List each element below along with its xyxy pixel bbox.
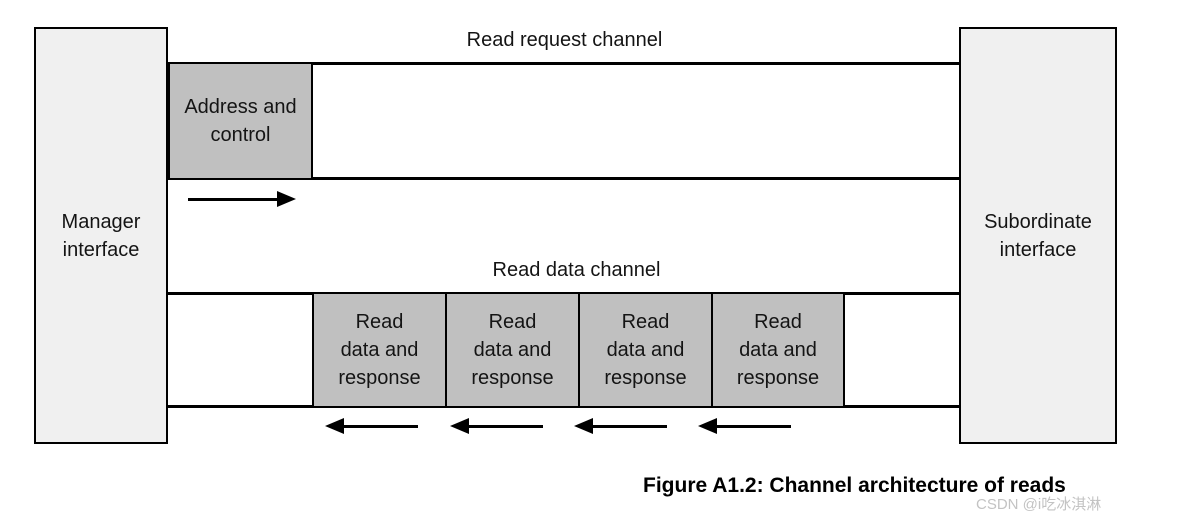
read-request-channel-top-line [168,62,961,65]
left-arrow-icon [574,418,667,434]
read-data-response-box-1: Read data and response [312,292,447,408]
left-arrow-head [698,418,717,434]
csdn-watermark: CSDN @i吃冰淇淋 [976,496,1102,513]
left-arrow-shaft [340,424,418,428]
right-arrow-head [277,191,296,207]
subordinate-interface-box: Subordinate interface [959,27,1117,444]
read-request-channel-bottom-line [168,177,961,180]
read-data-response-label: Read data and response [338,311,421,389]
read-data-response-label: Read data and response [736,311,820,389]
address-and-control-box: Address and control [168,62,313,180]
left-arrow-head [325,418,344,434]
left-arrow-icon [698,418,791,434]
read-request-channel-label: Read request channel [466,29,663,51]
read-data-response-label: Read data and response [471,311,554,389]
manager-interface-box: Manager interface [34,27,168,444]
address-and-control-label: Address and control [184,96,297,146]
left-arrow-icon [450,418,543,434]
read-data-response-box-4: Read data and response [711,292,845,408]
read-data-response-box-2: Read data and response [445,292,580,408]
read-data-response-label: Read data and response [604,311,687,389]
left-arrow-shaft [589,424,667,428]
left-arrow-shaft [713,424,791,428]
left-arrow-head [450,418,469,434]
subordinate-interface-label: Subordinate interface [984,210,1092,261]
left-arrow-shaft [465,424,543,428]
right-arrow-shaft [188,197,281,201]
figure-caption: Figure A1.2: Channel architecture of rea… [643,474,1066,497]
left-arrow-head [574,418,593,434]
read-data-channel-label: Read data channel [492,259,661,281]
left-arrow-icon [325,418,418,434]
right-arrow-icon [188,191,296,207]
manager-interface-label: Manager interface [61,210,141,261]
read-data-response-box-3: Read data and response [578,292,713,408]
